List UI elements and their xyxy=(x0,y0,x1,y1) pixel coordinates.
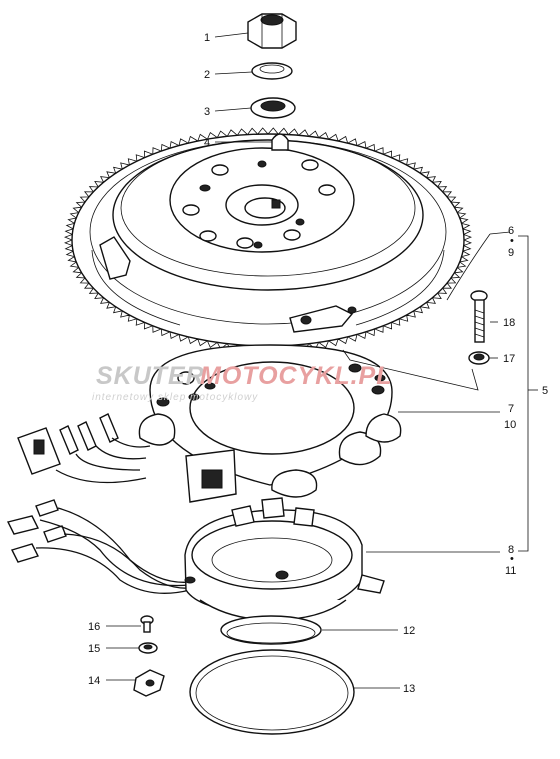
callout-16: 16 xyxy=(88,621,100,633)
callout-18: 18 xyxy=(503,317,515,329)
spring-washer xyxy=(251,62,293,80)
retainer-plate xyxy=(133,669,165,697)
pickup-wire-harness xyxy=(6,499,191,594)
lock-washer xyxy=(468,351,490,365)
watermark-tagline: internetowy sklep motocyklowy xyxy=(92,392,258,403)
callout-1: 1 xyxy=(204,32,210,44)
screw xyxy=(140,615,154,633)
flywheel-body xyxy=(99,139,424,333)
plain-washer xyxy=(250,97,296,119)
flywheel-nut xyxy=(247,13,297,49)
callout-13: 13 xyxy=(403,683,415,695)
gasket-ring xyxy=(220,615,322,645)
stator-coil-plate xyxy=(138,344,402,503)
stator-housing xyxy=(184,497,385,621)
callout-6: 6 xyxy=(508,225,514,237)
callout-labels: 1 2 3 4 6 • 9 18 17 7 10 5 8 • 11 12 13 … xyxy=(88,32,548,695)
callout-15: 15 xyxy=(88,643,100,655)
bolt xyxy=(470,290,488,343)
callout-dot-6-9: • xyxy=(510,235,514,247)
watermark-brand-b: MOTOCYKL.PL xyxy=(200,362,392,390)
callout-17: 17 xyxy=(503,353,515,365)
watermark-brand-a: SKUTER xyxy=(96,362,205,390)
callout-7: 7 xyxy=(508,403,514,415)
watermark: SKUTER MOTOCYKL.PL internetowy sklep mot… xyxy=(92,362,392,403)
callout-8: 8 xyxy=(508,544,514,556)
callout-11: 11 xyxy=(505,565,516,577)
leader-lines xyxy=(106,32,538,689)
woodruff-key xyxy=(271,133,289,151)
callout-3: 3 xyxy=(204,106,210,118)
callout-14: 14 xyxy=(88,675,100,687)
callout-dot-8-11: • xyxy=(510,553,514,565)
callout-9: 9 xyxy=(508,247,514,259)
seal-ring xyxy=(189,649,355,735)
callout-12: 12 xyxy=(403,625,415,637)
callout-10: 10 xyxy=(504,419,516,431)
callout-5: 5 xyxy=(542,385,548,397)
stator-wire-harness xyxy=(17,413,151,484)
callout-4: 4 xyxy=(204,137,210,149)
washer-small xyxy=(138,642,158,654)
callout-2: 2 xyxy=(204,69,210,81)
